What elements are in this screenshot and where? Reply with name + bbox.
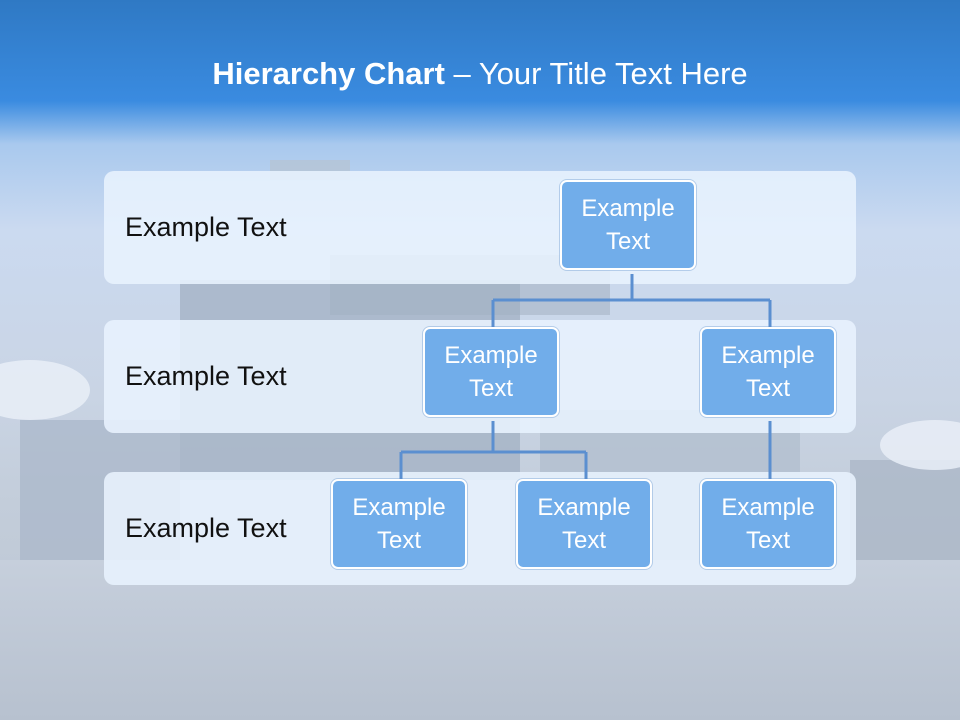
- org-node-level3-b[interactable]: Example Text: [516, 479, 652, 569]
- level-label-3: Example Text: [125, 513, 287, 543]
- level-band-1: Example Text: [104, 171, 856, 284]
- level-label-2: Example Text: [125, 361, 287, 391]
- slide-title: Hierarchy Chart – Your Title Text Here: [0, 56, 960, 92]
- org-node-level3-c[interactable]: Example Text: [700, 479, 836, 569]
- connector-left-to-level3: [399, 421, 588, 481]
- org-node-level2-left[interactable]: Example Text: [423, 327, 559, 417]
- slide-title-rest: – Your Title Text Here: [444, 56, 748, 91]
- background-ground: [0, 560, 960, 720]
- background-building: [850, 460, 960, 560]
- level-label-1: Example Text: [125, 212, 287, 242]
- org-node-root[interactable]: Example Text: [560, 180, 696, 270]
- org-node-level3-a[interactable]: Example Text: [331, 479, 467, 569]
- slide-title-bold: Hierarchy Chart: [212, 56, 445, 91]
- org-node-level2-right[interactable]: Example Text: [700, 327, 836, 417]
- connector-root-to-level2: [491, 274, 772, 329]
- background-cloud: [880, 420, 960, 470]
